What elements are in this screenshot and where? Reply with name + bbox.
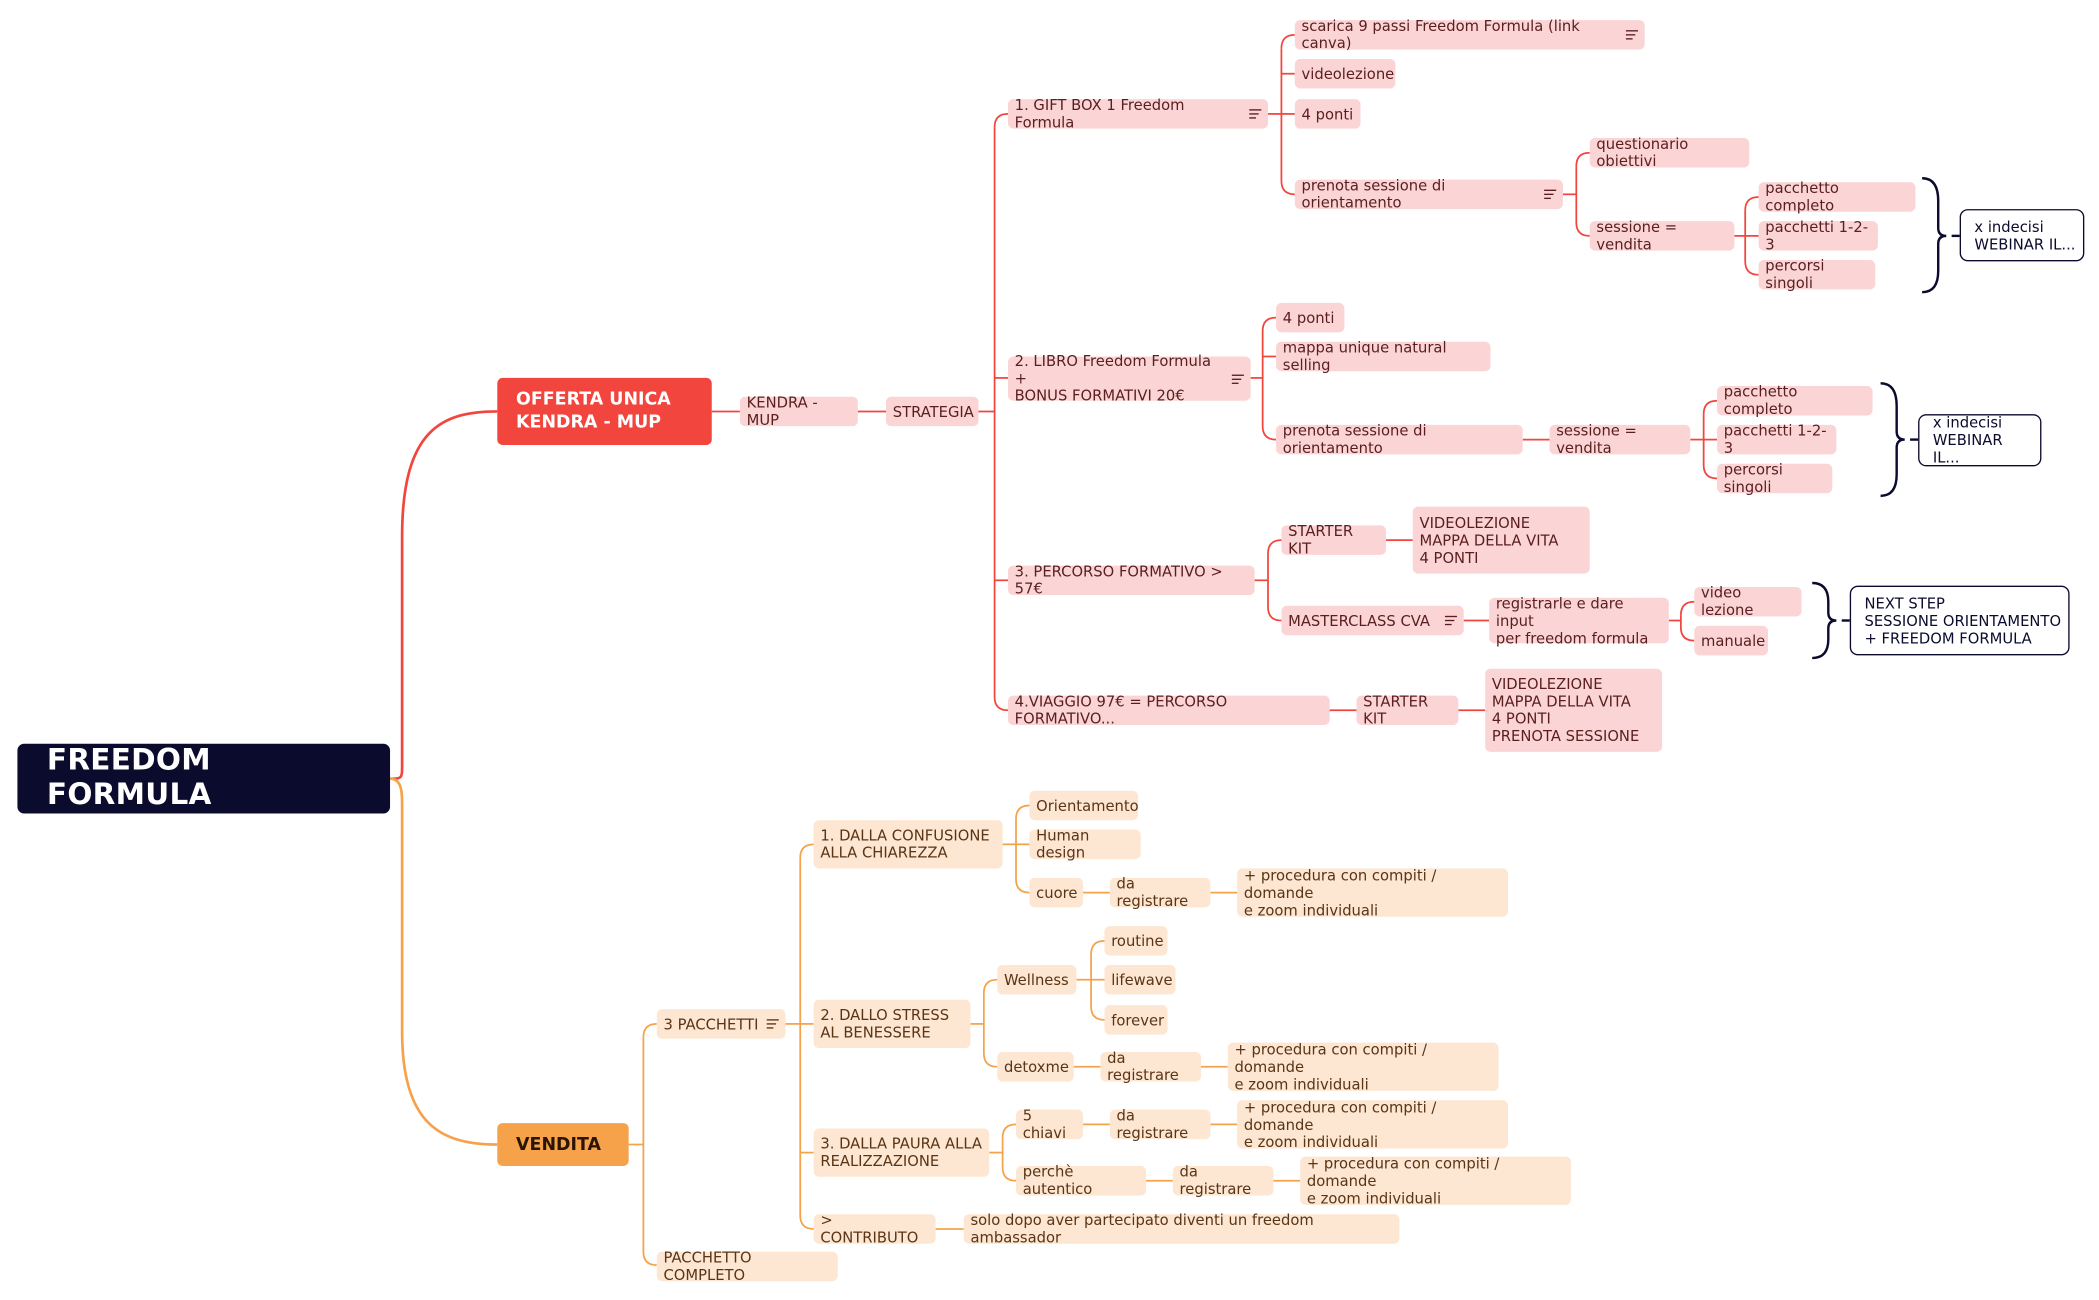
node-videolezione[interactable]: videolezione [1294, 58, 1396, 89]
node-cuore[interactable]: cuore [1029, 877, 1084, 908]
node-label: MASTERCLASS CVA [1288, 611, 1430, 630]
node-percorso-formativo[interactable]: 3. PERCORSO FORMATIVO > 57€ [1007, 563, 1255, 598]
node-da-registrare[interactable]: da registrare [1109, 1107, 1211, 1142]
node-registrarle[interactable]: registrarle e dare input per freedom for… [1489, 594, 1669, 647]
node-starter-kit[interactable]: STARTER KIT [1281, 523, 1386, 558]
node-manuale[interactable]: manuale [1694, 625, 1768, 656]
node-sessione-vendita[interactable]: sessione = vendita [1589, 218, 1735, 253]
node-5-chiavi[interactable]: 5 chiavi [1016, 1107, 1084, 1142]
node-procedura[interactable]: + procedura con compiti / domande e zoom… [1300, 1155, 1571, 1207]
node-forever[interactable]: forever [1104, 1005, 1168, 1035]
node-prenota-sessione[interactable]: prenota sessione di orientamento [1294, 176, 1563, 212]
node-label: scarica 9 passi Freedom Formula (link ca… [1301, 17, 1580, 53]
node-orientamento[interactable]: Orientamento [1029, 790, 1139, 821]
node-routine[interactable]: routine [1104, 926, 1168, 956]
node-procedura[interactable]: + procedura con compiti / domande e zoom… [1227, 1041, 1499, 1093]
node-mappa-unique[interactable]: mappa unique natural selling [1276, 339, 1491, 374]
node-perche-autentico[interactable]: perchè autentico [1016, 1163, 1147, 1198]
notes-icon[interactable] [766, 1019, 779, 1029]
node-pacchetti-1-2-3[interactable]: pacchetti 1-2-3 [1717, 422, 1837, 457]
node-procedura[interactable]: + procedura con compiti / domande e zoom… [1237, 866, 1508, 919]
node-pacchetto-completo[interactable]: pacchetto completo [1758, 180, 1916, 214]
summary-next-step[interactable]: NEXT STEP SESSIONE ORIENTAMENTO + FREEDO… [1849, 585, 2070, 656]
node-percorsi-singoli[interactable]: percorsi singoli [1717, 461, 1833, 496]
node-libro[interactable]: 2. LIBRO Freedom Formula + BONUS FORMATI… [1007, 352, 1251, 405]
root-node[interactable]: FREEDOM FORMULA [17, 743, 391, 814]
node-3-pacchetti[interactable]: 3 PACCHETTI [656, 1009, 786, 1039]
node-detoxme[interactable]: detoxme [997, 1052, 1074, 1082]
node-video-lezione[interactable]: video lezione [1694, 584, 1802, 619]
summary-webinar[interactable]: x indecisi WEBINAR IL... [1918, 414, 2042, 467]
node-viaggio[interactable]: 4.VIAGGIO 97€ = PERCORSO FORMATIVO... [1007, 693, 1330, 728]
node-lifewave[interactable]: lifewave [1104, 964, 1176, 995]
node-da-registrare[interactable]: da registrare [1172, 1163, 1274, 1198]
node-percorsi-singoli[interactable]: percorsi singoli [1758, 257, 1876, 292]
node-starter-kit-detail[interactable]: VIDEOLEZIONE MAPPA DELLA VITA 4 PONTI PR… [1485, 668, 1663, 752]
node-dalla-confusione[interactable]: 1. DALLA CONFUSIONE ALLA CHIAREZZA [813, 820, 1003, 869]
node-scarica-9-passi[interactable]: scarica 9 passi Freedom Formula (link ca… [1294, 17, 1645, 53]
summary-webinar[interactable]: x indecisi WEBINAR IL... [1959, 209, 2085, 262]
node-prenota-sessione[interactable]: prenota sessione di orientamento [1276, 422, 1523, 457]
notes-icon[interactable] [1544, 189, 1557, 200]
node-questionario-obiettivi[interactable]: questionario obiettivi [1589, 135, 1750, 170]
node-contributo-detail[interactable]: solo dopo aver partecipato diventi un fr… [963, 1212, 1400, 1246]
node-gift-box[interactable]: 1. GIFT BOX 1 Freedom Formula [1007, 96, 1269, 132]
node-4-ponti[interactable]: 4 ponti [1276, 302, 1345, 333]
node-4-ponti[interactable]: 4 ponti [1294, 99, 1361, 129]
branch-vendita[interactable]: VENDITA [497, 1123, 629, 1166]
notes-icon[interactable] [1249, 109, 1262, 119]
node-da-registrare[interactable]: da registrare [1100, 1049, 1201, 1084]
node-strategia[interactable]: STRATEGIA [886, 396, 979, 427]
node-kendra-mup[interactable]: KENDRA - MUP [739, 394, 858, 429]
node-sessione-vendita[interactable]: sessione = vendita [1549, 422, 1691, 457]
node-pacchetti-1-2-3[interactable]: pacchetti 1-2-3 [1758, 218, 1878, 253]
node-starter-kit-detail[interactable]: VIDEOLEZIONE MAPPA DELLA VITA 4 PONTI [1412, 506, 1590, 574]
node-contributo[interactable]: > CONTRIBUTO [813, 1212, 936, 1246]
node-pacchetto-completo[interactable]: pacchetto completo [1717, 383, 1873, 418]
notes-icon[interactable] [1444, 615, 1458, 626]
node-label: 3 PACCHETTI [663, 1015, 759, 1033]
notes-icon[interactable] [1231, 373, 1244, 384]
notes-icon[interactable] [1625, 30, 1638, 40]
node-wellness[interactable]: Wellness [997, 964, 1077, 995]
node-label: prenota sessione di orientamento [1301, 176, 1446, 212]
node-human-design[interactable]: Human design [1029, 827, 1141, 862]
node-label: 1. GIFT BOX 1 Freedom Formula [1014, 96, 1185, 132]
node-pacchetto-completo[interactable]: PACCHETTO COMPLETO [656, 1249, 838, 1284]
node-dalla-paura[interactable]: 3. DALLA PAURA ALLA REALIZZAZIONE [813, 1128, 990, 1177]
branch-offerta-unica[interactable]: OFFERTA UNICA KENDRA - MUP [497, 377, 712, 445]
node-masterclass-cva[interactable]: MASTERCLASS CVA [1281, 605, 1464, 636]
node-label: 2. LIBRO Freedom Formula + BONUS FORMATI… [1014, 352, 1212, 405]
node-procedura[interactable]: + procedura con compiti / domande e zoom… [1237, 1098, 1508, 1151]
node-dallo-stress[interactable]: 2. DALLO STRESS AL BENESSERE [813, 999, 971, 1049]
node-da-registrare[interactable]: da registrare [1109, 875, 1211, 910]
node-starter-kit[interactable]: STARTER KIT [1356, 693, 1459, 728]
